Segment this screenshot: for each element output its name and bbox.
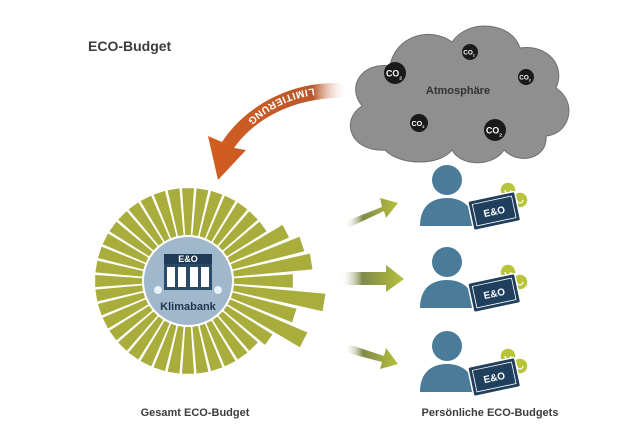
- budget-ray: [97, 246, 146, 270]
- co2-molecule: CO2: [410, 114, 428, 132]
- page-title: ECO-Budget: [88, 38, 172, 54]
- budget-ray: [102, 233, 149, 263]
- limitierung-label: LIMITIERUNG: [245, 85, 315, 126]
- budget-ray: [227, 299, 308, 348]
- budget-ray: [233, 274, 293, 288]
- budget-ray: [95, 275, 143, 287]
- budget-ray: [206, 195, 236, 242]
- budget-ray: [232, 285, 326, 312]
- budget-ray: [167, 325, 184, 374]
- caption-personal-budgets: Persönliche ECO-Budgets: [421, 407, 559, 419]
- budget-ray: [199, 190, 223, 239]
- budget-ray: [182, 326, 194, 374]
- svg-text:CO2: CO2: [519, 75, 531, 83]
- co2-molecule: CO2: [462, 44, 478, 60]
- transfer-arrow-3: [344, 344, 398, 369]
- budget-ray: [118, 311, 158, 351]
- card-logo: E&O: [483, 371, 507, 386]
- budget-ray: [95, 285, 144, 302]
- budget-ray: [95, 260, 144, 277]
- svg-text:CO2: CO2: [411, 119, 425, 129]
- budget-ray: [153, 323, 177, 372]
- budget-card: E&O: [467, 272, 522, 314]
- budget-rays: [95, 188, 326, 374]
- limitierung-arrow: [208, 83, 348, 180]
- budget-ray: [230, 236, 305, 270]
- klimabank-logo: E&O: [178, 254, 198, 264]
- budget-ray: [192, 325, 209, 374]
- person-budget: E&O: [420, 165, 529, 232]
- budget-card: E&O: [467, 356, 522, 398]
- budget-ray: [109, 305, 153, 341]
- budget-ray: [199, 323, 223, 372]
- budget-ray: [97, 292, 146, 316]
- budget-ray: [182, 188, 194, 236]
- tree-icon: [154, 286, 162, 294]
- budget-ray: [212, 202, 248, 246]
- svg-text:CO2: CO2: [386, 69, 402, 82]
- tree-icon: [214, 286, 222, 294]
- budget-ray: [167, 188, 184, 237]
- budget-ray: [192, 188, 209, 237]
- transfer-arrow-1: [344, 198, 398, 228]
- budget-ray: [128, 316, 164, 360]
- personal-budgets: E&O E&O E&O: [420, 165, 529, 398]
- budget-ray: [230, 292, 297, 323]
- co2-molecule: CO2: [484, 119, 506, 141]
- budget-ray: [128, 202, 164, 246]
- co2-molecule: CO2: [518, 69, 534, 85]
- person-budget: E&O: [420, 247, 529, 314]
- budget-ray: [223, 305, 273, 345]
- person-icon: [420, 331, 474, 392]
- person-budget: E&O: [420, 331, 529, 398]
- budget-ray: [212, 316, 248, 360]
- budget-ray: [140, 320, 170, 367]
- co2-molecule: CO2: [384, 62, 406, 84]
- budget-ray: [218, 211, 258, 251]
- atmosphere-cloud: [350, 25, 570, 164]
- budget-ray: [153, 190, 177, 239]
- budget-ray: [218, 311, 258, 351]
- budget-ray: [227, 224, 289, 263]
- person-icon: [420, 247, 474, 308]
- budget-ray: [140, 195, 170, 242]
- budget-ray: [232, 253, 313, 277]
- transfer-arrow-2: [340, 265, 404, 292]
- budget-ray: [118, 211, 158, 251]
- atmosphere-label: Atmosphäre: [426, 85, 490, 97]
- svg-text:CO2: CO2: [486, 126, 502, 139]
- klimabank-label: Klimabank: [160, 301, 217, 313]
- card-logo: E&O: [483, 205, 507, 220]
- caption-total-budget: Gesamt ECO-Budget: [140, 407, 250, 419]
- svg-text:CO2: CO2: [463, 50, 475, 58]
- budget-ray: [102, 299, 149, 329]
- card-logo: E&O: [483, 287, 507, 302]
- budget-card: E&O: [467, 190, 522, 232]
- person-icon: [420, 165, 474, 226]
- budget-ray: [109, 221, 153, 257]
- budget-ray: [223, 221, 267, 257]
- budget-ray: [206, 320, 236, 367]
- klimabank-center: [142, 235, 234, 327]
